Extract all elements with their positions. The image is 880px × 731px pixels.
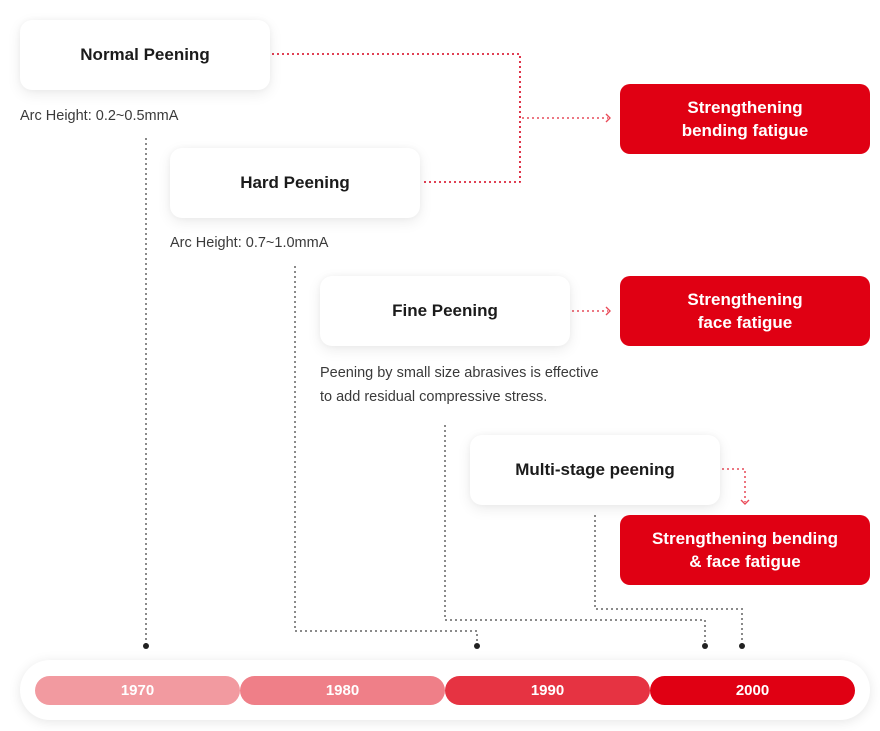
stage-note-fine: Peening by small size abrasives is effec…: [320, 361, 599, 409]
stage-title: Hard Peening: [240, 173, 350, 192]
result-box-bending-fatigue: Strengthening bending fatigue: [620, 84, 870, 154]
result-box-face-fatigue: Strengthening face fatigue: [620, 276, 870, 346]
connector-hard-to-1980: [294, 266, 478, 645]
connector-multistage-to-2000: [594, 515, 743, 645]
timeline-segment-1980: 1980: [240, 676, 445, 705]
stage-title: Fine Peening: [392, 301, 498, 320]
stage-card-normal-peening: Normal Peening: [20, 20, 270, 90]
stage-title: Normal Peening: [80, 45, 210, 64]
connector-fine-to-2000: [444, 425, 706, 645]
timeline-segment-1970: 1970: [35, 676, 240, 705]
connector-normal-hard-bracket: [272, 53, 521, 183]
stage-card-multi-stage-peening: Multi-stage peening: [470, 435, 720, 505]
result-line: Strengthening bending: [651, 529, 839, 548]
result-line: Strengthening: [687, 290, 803, 309]
timeline-marker-dot: [702, 643, 708, 649]
arrowhead-icon: [605, 306, 611, 316]
stage-card-fine-peening: Fine Peening: [320, 276, 570, 346]
timeline-marker-dot: [143, 643, 149, 649]
timeline-segment-2000: 2000: [650, 676, 855, 705]
arrowhead-icon: [605, 113, 611, 123]
result-line: face fatigue: [697, 313, 793, 332]
arrowhead-icon: [740, 499, 750, 505]
result-line: bending fatigue: [681, 121, 809, 140]
timeline-marker-dot: [739, 643, 745, 649]
stage-note-normal: Arc Height: 0.2~0.5mmA: [20, 108, 179, 124]
note-line: to add residual compressive stress.: [320, 389, 548, 405]
result-line: & face fatigue: [689, 552, 801, 571]
stage-card-hard-peening: Hard Peening: [170, 148, 420, 218]
stage-note-hard: Arc Height: 0.7~1.0mmA: [170, 235, 329, 251]
arrow-to-bending-face-fatigue: [722, 468, 746, 502]
stage-title: Multi-stage peening: [515, 460, 675, 479]
note-line: Peening by small size abrasives is effec…: [320, 365, 599, 381]
result-line: Strengthening: [687, 98, 803, 117]
timeline-bar: 1970 1980 1990 2000: [20, 660, 870, 720]
result-box-bending-face-fatigue: Strengthening bending & face fatigue: [620, 515, 870, 585]
timeline-marker-dot: [474, 643, 480, 649]
timeline-segment-1990: 1990: [445, 676, 650, 705]
